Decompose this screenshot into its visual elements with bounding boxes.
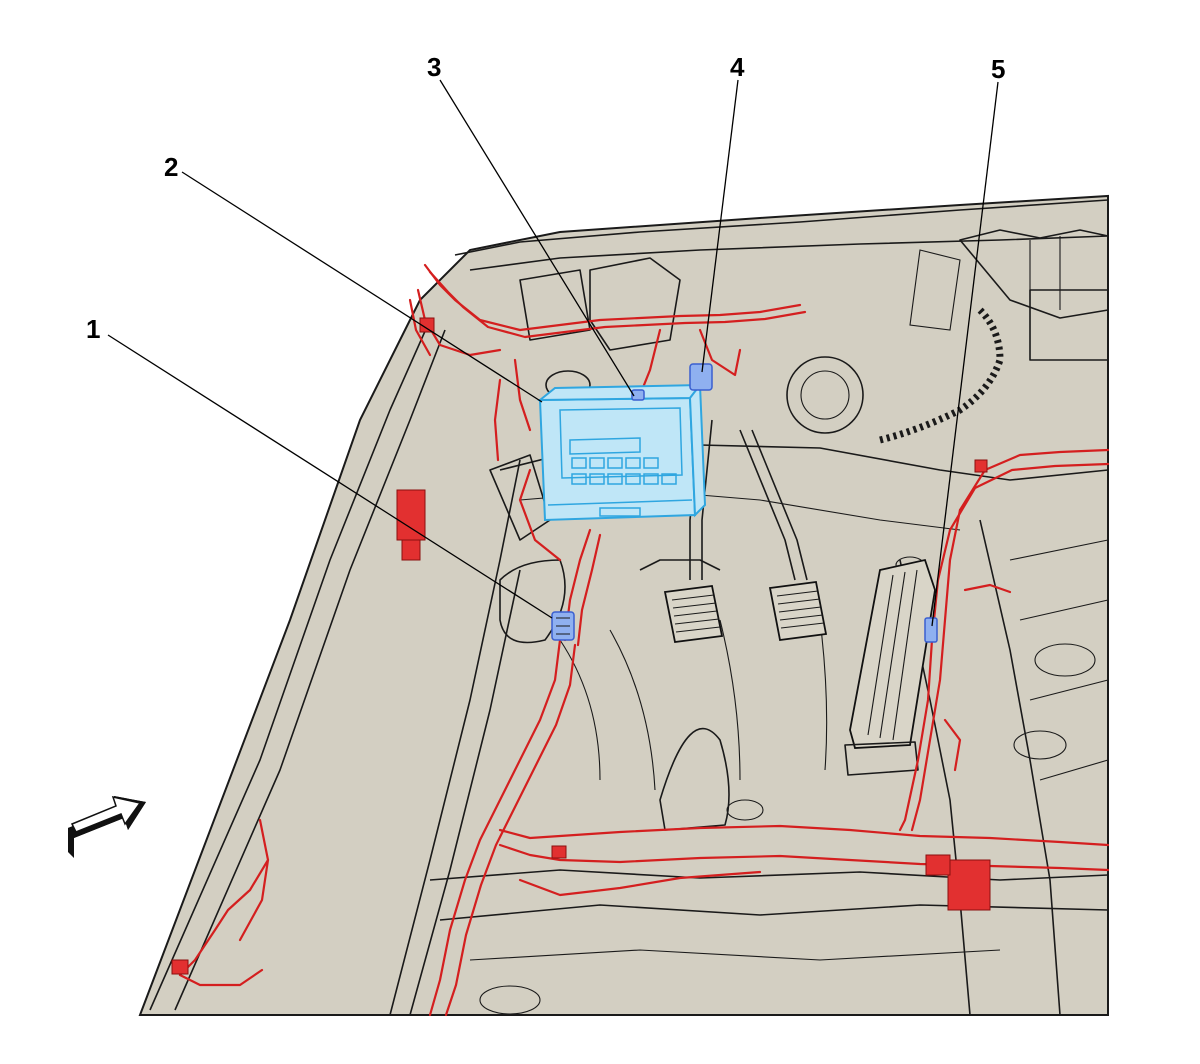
callout-2: 2 (164, 152, 178, 182)
leader-1 (107, 334, 553, 619)
brake-pedal (768, 580, 828, 642)
control-module (537, 382, 707, 522)
leader-lines (107, 79, 999, 627)
connector-3 (631, 389, 645, 401)
leader-4 (701, 79, 739, 373)
clutch-pedal (663, 585, 724, 643)
leader-2 (181, 171, 543, 403)
callout-3: 3 (427, 52, 441, 82)
callout-1: 1 (86, 314, 100, 344)
arrow-forward-icon (68, 795, 146, 858)
leader-3 (439, 79, 635, 397)
wiring-harness (171, 263, 1110, 1017)
body-panel (138, 194, 1109, 1016)
vehicle-body (138, 194, 1109, 1016)
callout-4: 4 (730, 52, 745, 82)
module-connector-grid (571, 457, 677, 485)
connector-4 (689, 363, 713, 391)
callout-labels: 1 2 3 4 5 (86, 52, 1005, 344)
pedal-assembly (659, 419, 936, 831)
callout-5: 5 (991, 54, 1005, 84)
connector-5 (924, 617, 938, 643)
accelerator-pedal (844, 558, 936, 776)
leader-5 (931, 81, 999, 627)
connector-1 (551, 611, 575, 641)
